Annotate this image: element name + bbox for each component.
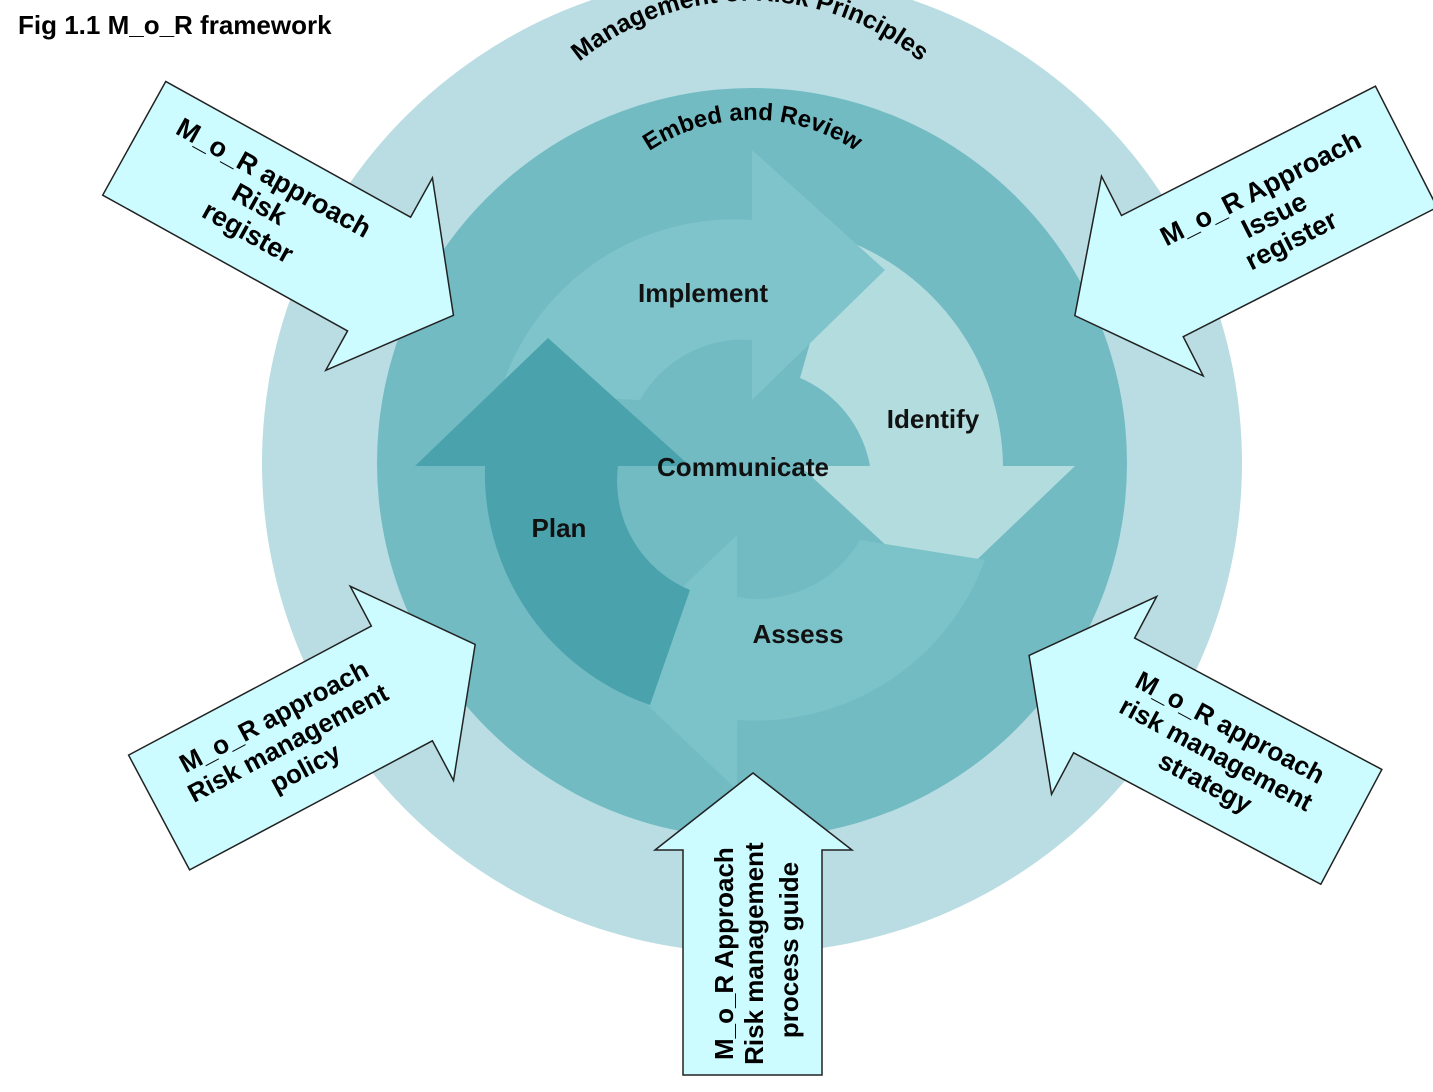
plan-label: Plan	[532, 513, 587, 543]
strategy-arrow	[1028, 594, 1383, 886]
identify-arrow	[800, 238, 1075, 595]
communicate-label: Communicate	[657, 452, 829, 482]
strategy-callout: M_o_R approach risk management strategy	[1028, 594, 1383, 886]
implement-arrow	[500, 150, 885, 400]
risk-register-arrow	[101, 80, 455, 372]
process-guide-callout: M_o_R Approach Risk management process g…	[652, 772, 855, 1076]
plan-arrow	[415, 338, 690, 705]
process-guide-line-3: process guide	[774, 862, 804, 1038]
figure-title: Fig 1.1 M_o_R framework	[18, 10, 332, 40]
assess-arrow	[603, 535, 985, 790]
identify-label: Identify	[887, 404, 980, 434]
svg-text:M_o_R Approach Risk ma: M_o_R Approach Risk management process g…	[709, 835, 804, 1065]
implement-label: Implement	[638, 278, 768, 308]
process-guide-line-1: M_o_R Approach	[709, 847, 739, 1060]
process-guide-line-2: Risk management	[739, 842, 769, 1065]
process-guide-arrow	[652, 772, 855, 1076]
issue-register-callout: M_o_R Approach Issue register	[1073, 85, 1433, 378]
policy-arrow	[127, 584, 476, 871]
issue-register-arrow	[1073, 85, 1433, 378]
assess-label: Assess	[752, 619, 843, 649]
